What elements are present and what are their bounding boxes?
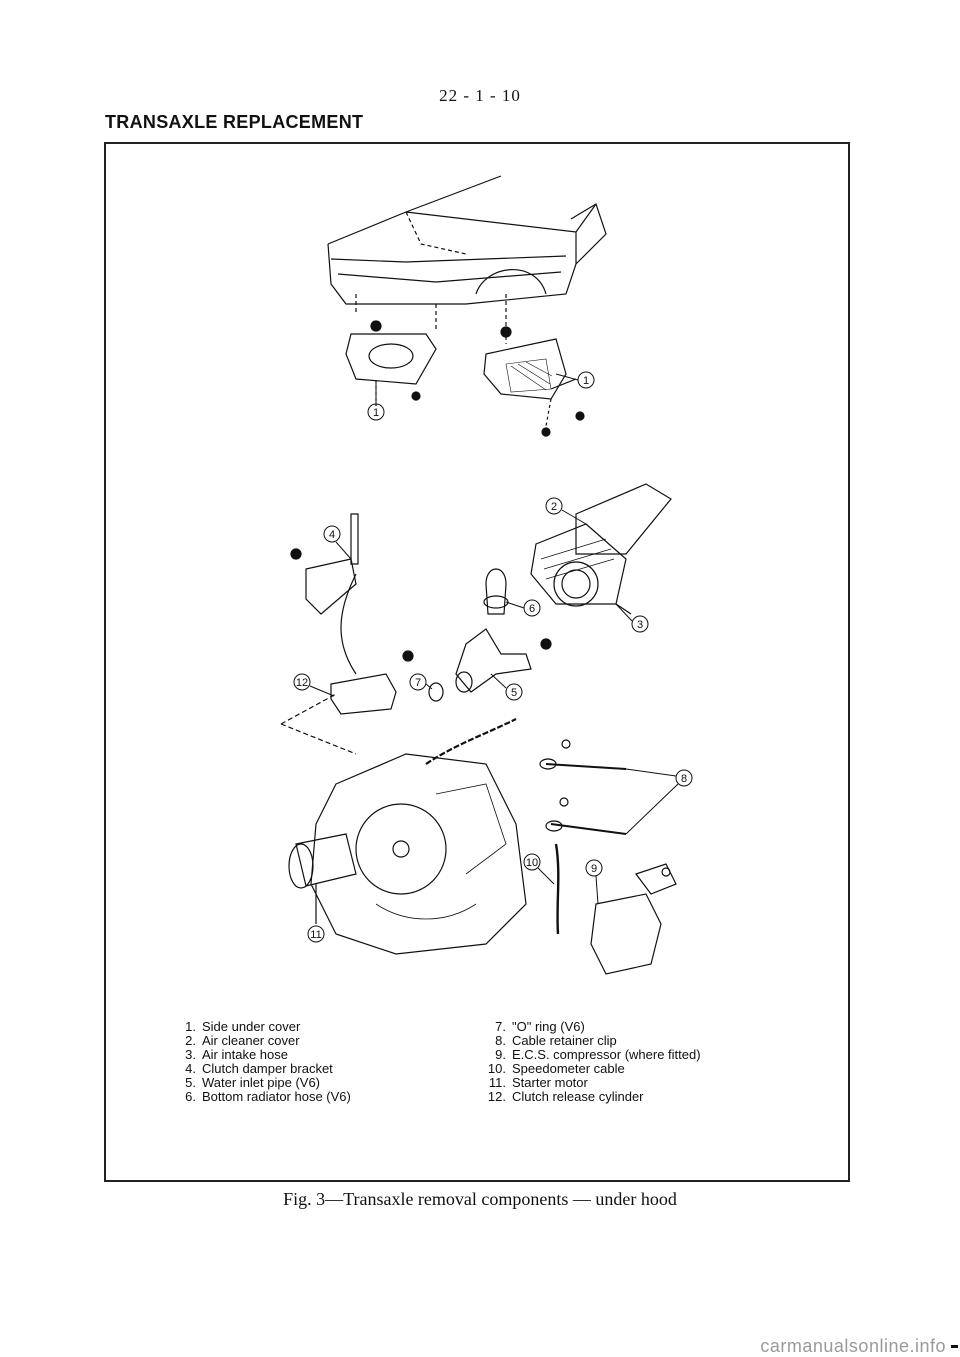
legend-item: 4.Clutch damper bracket <box>185 1061 333 1076</box>
water-inlet-pipe <box>428 628 552 702</box>
legend-column-right: 7."O" ring (V6) 8.Cable retainer clip 9.… <box>482 1020 792 1104</box>
legend-column-left: 1.Side under cover 2.Air cleaner cover 3… <box>172 1020 482 1104</box>
parts-legend: 1.Side under cover 2.Air cleaner cover 3… <box>172 1020 792 1104</box>
callout-12: 12 <box>293 673 335 697</box>
clutch-release-cylinder <box>280 650 414 755</box>
callout-10: 10 <box>523 853 555 885</box>
bottom-radiator-hose <box>483 568 509 615</box>
svg-text:9: 9 <box>591 863 597 875</box>
callout-2: 2 <box>545 497 587 525</box>
legend-item: 2.Air cleaner cover <box>185 1033 300 1048</box>
callout-8: 8 <box>625 768 693 835</box>
legend-item: 10.Speedometer cable <box>487 1061 625 1076</box>
svg-text:3: 3 <box>637 619 643 631</box>
speedometer-cable <box>539 739 627 935</box>
side-under-cover-right <box>483 326 585 437</box>
legend-item: 9.E.C.S. compressor (where fitted) <box>495 1047 701 1062</box>
watermark-link[interactable]: carmanualsonline.info <box>760 1336 946 1356</box>
svg-text:2: 2 <box>551 501 557 513</box>
page-edge-mark <box>951 1345 958 1348</box>
svg-text:11: 11 <box>310 929 321 941</box>
legend-item: 5.Water inlet pipe (V6) <box>185 1075 321 1090</box>
legend-item: 11.Starter motor <box>488 1075 588 1090</box>
legend-item: 6.Bottom radiator hose (V6) <box>185 1089 351 1104</box>
figure-caption: Fig. 3—Transaxle removal components — un… <box>283 1189 677 1209</box>
svg-text:4: 4 <box>329 529 335 541</box>
legend-item: 12.Clutch release cylinder <box>487 1089 644 1104</box>
figure-frame: 1 1 2 3 4 5 6 7 8 9 10 11 12 1.Side unde… <box>104 142 850 1182</box>
starter-motor <box>288 833 357 924</box>
callout-11: 11 <box>307 925 325 943</box>
callout-3: 3 <box>615 603 649 633</box>
callout-1b: 1 <box>555 371 595 389</box>
svg-text:6: 6 <box>529 603 535 615</box>
section-title: TRANSAXLE REPLACEMENT <box>105 112 364 132</box>
callout-1a: 1 <box>367 380 385 421</box>
callouts: 1 1 2 3 4 5 6 7 8 9 10 11 12 <box>293 371 693 943</box>
callout-9: 9 <box>585 859 603 905</box>
callout-7: 7 <box>409 673 433 691</box>
callout-4: 4 <box>323 525 352 560</box>
svg-text:5: 5 <box>511 687 517 699</box>
page-number: 22 - 1 - 10 <box>439 86 521 105</box>
callout-5: 5 <box>490 673 523 701</box>
svg-text:10: 10 <box>526 857 538 869</box>
legend-item: 1.Side under cover <box>185 1019 301 1034</box>
side-under-cover-left <box>345 320 437 406</box>
transaxle-exploded-illustration: 1 1 2 3 4 5 6 7 8 9 10 11 12 <box>280 175 693 975</box>
transaxle-case <box>310 718 527 955</box>
legend-item: 7."O" ring (V6) <box>495 1019 585 1034</box>
svg-text:12: 12 <box>296 677 308 689</box>
svg-text:7: 7 <box>415 677 421 689</box>
legend-item: 8.Cable retainer clip <box>495 1033 617 1048</box>
callout-6: 6 <box>505 599 541 617</box>
svg-text:1: 1 <box>583 375 589 387</box>
clutch-damper-bracket <box>290 513 359 675</box>
svg-text:8: 8 <box>681 773 687 785</box>
ecs-compressor <box>590 863 677 975</box>
svg-text:1: 1 <box>373 407 379 419</box>
car-body-drawing <box>327 175 607 344</box>
legend-item: 3.Air intake hose <box>185 1047 288 1062</box>
